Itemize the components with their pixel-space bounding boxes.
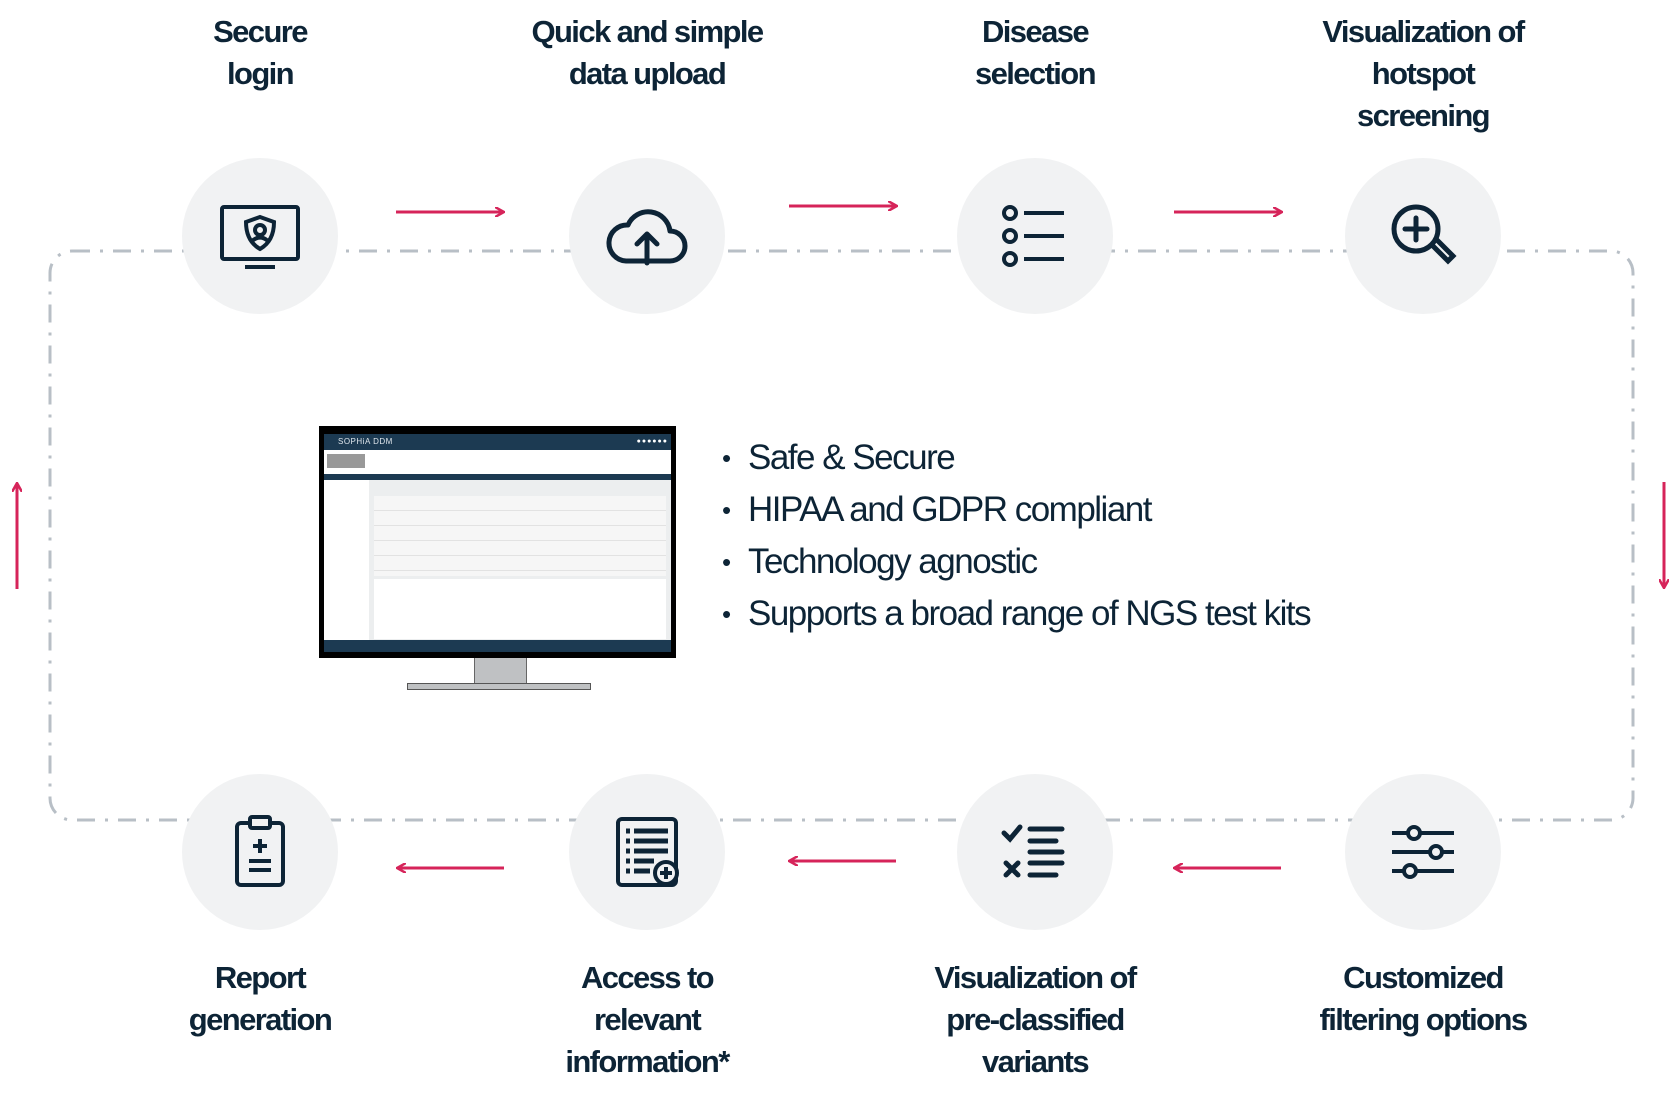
monitor-base <box>407 683 591 690</box>
step-title-hotspot-screening: Visualization of hotspot screening <box>1322 14 1525 133</box>
checklist-icon <box>1001 824 1065 878</box>
monitor-stand <box>474 658 527 684</box>
monitor-screenshot: SOPHiA DDM ●●●●●● <box>319 426 676 658</box>
step-title-preclassified-variants: Visualization of pre-classified variants <box>934 960 1137 1079</box>
feature-list: Safe & Secure HIPAA and GDPR compliant T… <box>722 432 1312 640</box>
step-title-secure-login: Secure login <box>213 14 308 91</box>
feature-item: Supports a broad range of NGS test kits <box>722 588 1312 640</box>
cloud-upload-icon <box>606 209 688 266</box>
step-title-disease-selection: Disease selection <box>975 14 1097 91</box>
step-hotspot-screening <box>1345 158 1501 314</box>
clipboard-icon <box>235 815 285 887</box>
app-name: SOPHiA DDM <box>338 437 393 446</box>
step-filtering-options <box>1345 774 1501 930</box>
step-secure-login <box>182 158 338 314</box>
step-title-relevant-information: Access to relevant information* <box>565 960 730 1079</box>
step-preclassified-variants <box>957 774 1113 930</box>
list-icon <box>1002 205 1064 267</box>
zoom-in-icon <box>1391 204 1457 265</box>
step-relevant-information <box>569 774 725 930</box>
step-title-data-upload: Quick and simple data upload <box>531 14 764 91</box>
feature-item: Safe & Secure <box>722 432 1310 484</box>
step-title-report-generation: Report generation <box>188 960 333 1037</box>
step-report-generation <box>182 774 338 930</box>
step-data-upload <box>569 158 725 314</box>
feature-item: Technology agnostic <box>722 536 1310 588</box>
document-add-icon <box>616 817 679 887</box>
step-title-filtering-options: Customized filtering options <box>1319 960 1529 1037</box>
monitor-shield-icon <box>220 205 300 269</box>
feature-item: HIPAA and GDPR compliant <box>722 484 1310 536</box>
sliders-icon <box>1392 825 1454 879</box>
step-disease-selection <box>957 158 1113 314</box>
